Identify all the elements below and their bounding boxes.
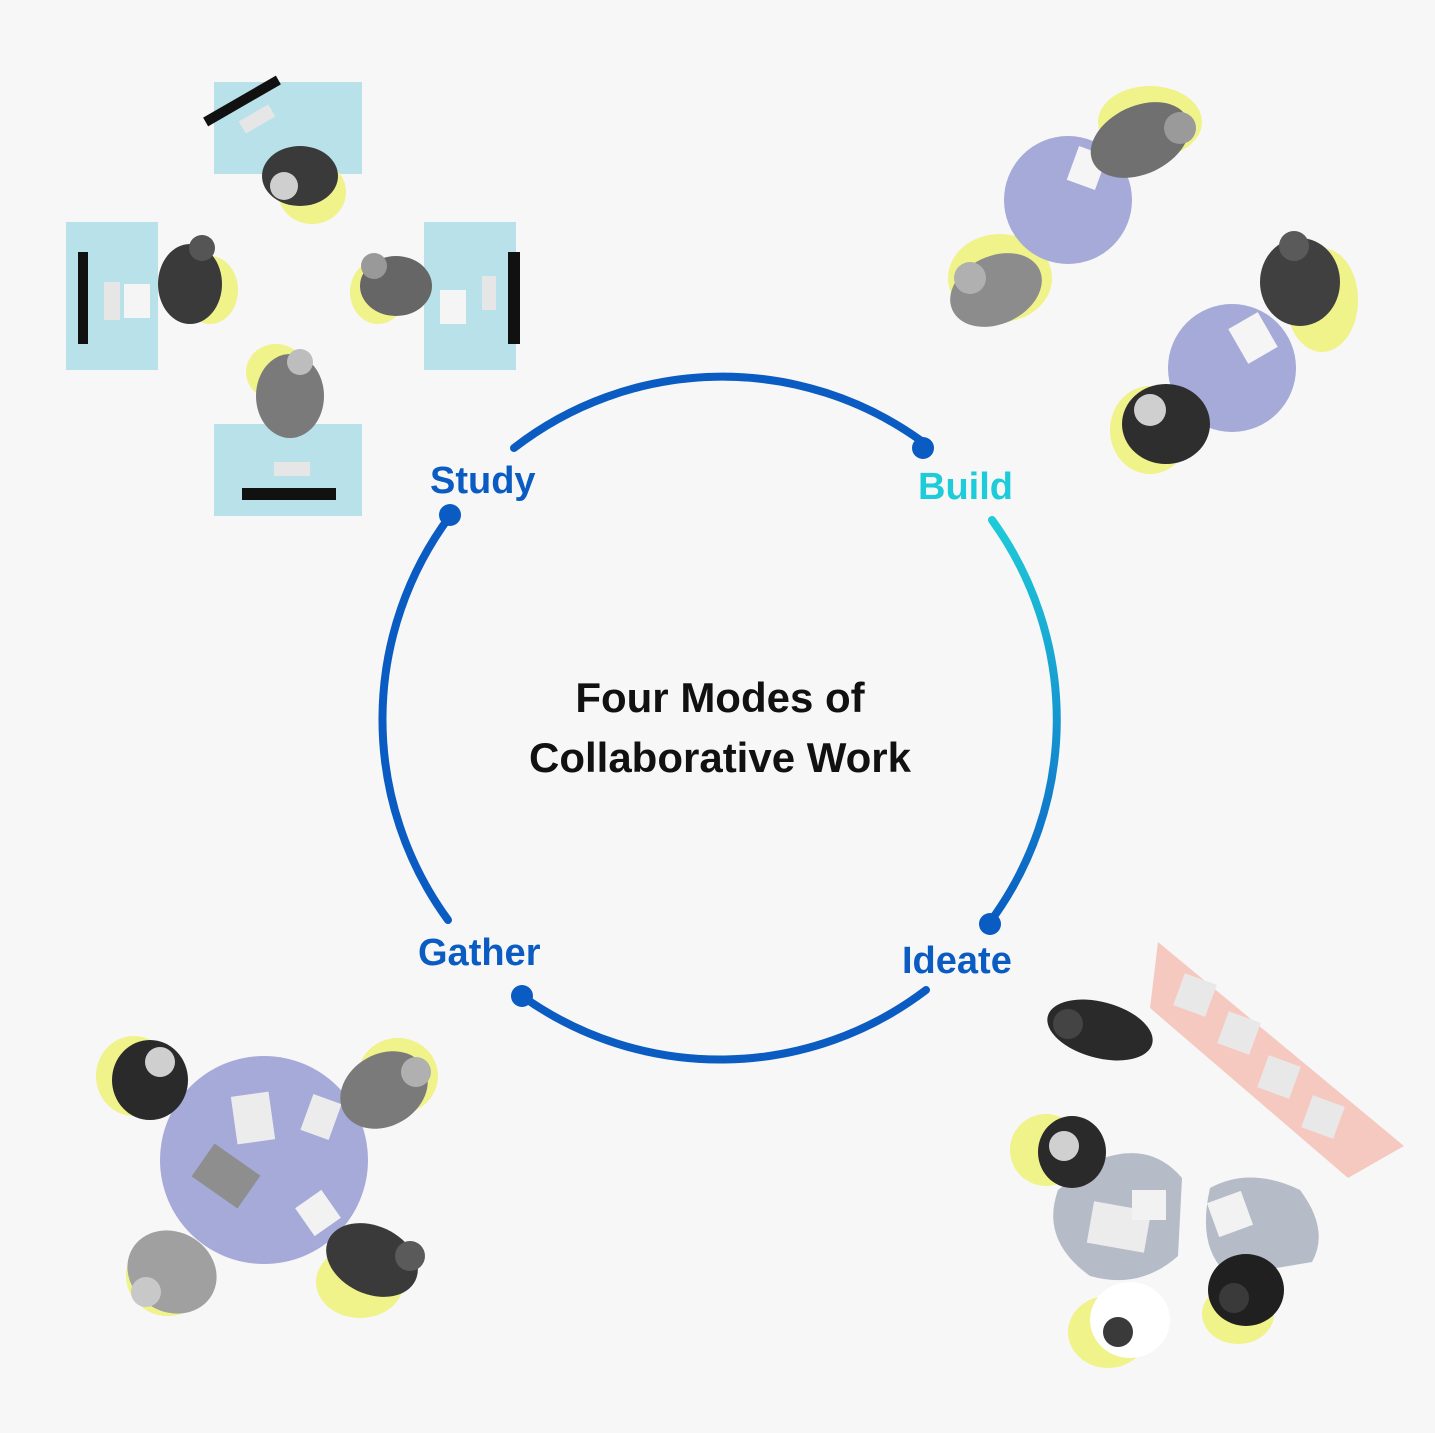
person-head xyxy=(189,235,215,261)
person-head xyxy=(287,349,313,375)
mode-label-build: Build xyxy=(918,466,1013,508)
person xyxy=(326,1223,418,1297)
person xyxy=(256,354,324,438)
person-head xyxy=(395,1241,425,1271)
person-head xyxy=(361,253,387,279)
paper xyxy=(124,284,150,318)
gather-illustration xyxy=(96,1036,438,1318)
person-head xyxy=(131,1277,161,1307)
ring-node-build xyxy=(912,437,934,459)
person-head xyxy=(1219,1283,1249,1313)
mode-label-ideate: Ideate xyxy=(902,940,1012,982)
arc-study-to-build xyxy=(510,372,924,452)
paper xyxy=(1206,1190,1254,1238)
ring-node-gather xyxy=(511,985,533,1007)
keyboard xyxy=(238,104,276,134)
monitor xyxy=(508,252,520,344)
monitor xyxy=(203,75,281,127)
sticky-note xyxy=(1217,1011,1261,1055)
arc-ideate-to-gather xyxy=(518,986,930,1064)
person xyxy=(158,244,222,324)
paper xyxy=(1228,312,1278,364)
monitor xyxy=(242,488,336,500)
build-illustration xyxy=(948,86,1358,474)
person xyxy=(1122,384,1210,464)
person-head xyxy=(401,1057,431,1087)
mode-label-study: Study xyxy=(430,460,536,502)
person-head xyxy=(1279,231,1309,261)
sticky-note xyxy=(1173,973,1217,1017)
ring-node-ideate xyxy=(979,913,1001,935)
title-line-1: Four Modes of xyxy=(575,674,865,721)
person-head xyxy=(1164,112,1196,144)
desk xyxy=(424,222,516,370)
paper xyxy=(230,1091,276,1145)
person-head xyxy=(145,1047,175,1077)
study-illustration xyxy=(66,75,520,516)
person-head xyxy=(1049,1131,1079,1161)
keyboard xyxy=(274,462,310,476)
person xyxy=(262,146,338,206)
person xyxy=(1090,1282,1170,1358)
person-head xyxy=(1103,1317,1133,1347)
paper xyxy=(1132,1190,1166,1220)
person xyxy=(1260,238,1340,326)
cycle-ring xyxy=(378,372,1061,1064)
mode-label-gather: Gather xyxy=(418,932,541,974)
person xyxy=(1090,102,1190,178)
laptop xyxy=(191,1143,261,1209)
ring-node-study xyxy=(439,504,461,526)
diagram-title: Four Modes of Collaborative Work xyxy=(460,668,980,788)
person-head xyxy=(270,172,298,200)
title-line-2: Collaborative Work xyxy=(529,734,911,781)
sticky-note xyxy=(1257,1055,1301,1099)
arc-build-to-ideate xyxy=(986,516,1061,926)
monitor xyxy=(78,252,88,344)
ideate-illustration xyxy=(1010,942,1404,1368)
keyboard xyxy=(482,276,496,310)
paper xyxy=(300,1094,342,1140)
arc-gather-to-study xyxy=(378,512,454,924)
paper xyxy=(440,290,466,324)
person-head xyxy=(954,262,986,294)
sticky-note xyxy=(1301,1095,1345,1139)
person-head xyxy=(1053,1009,1083,1039)
person-head xyxy=(1134,394,1166,426)
paper xyxy=(295,1189,341,1237)
keyboard xyxy=(104,282,120,320)
